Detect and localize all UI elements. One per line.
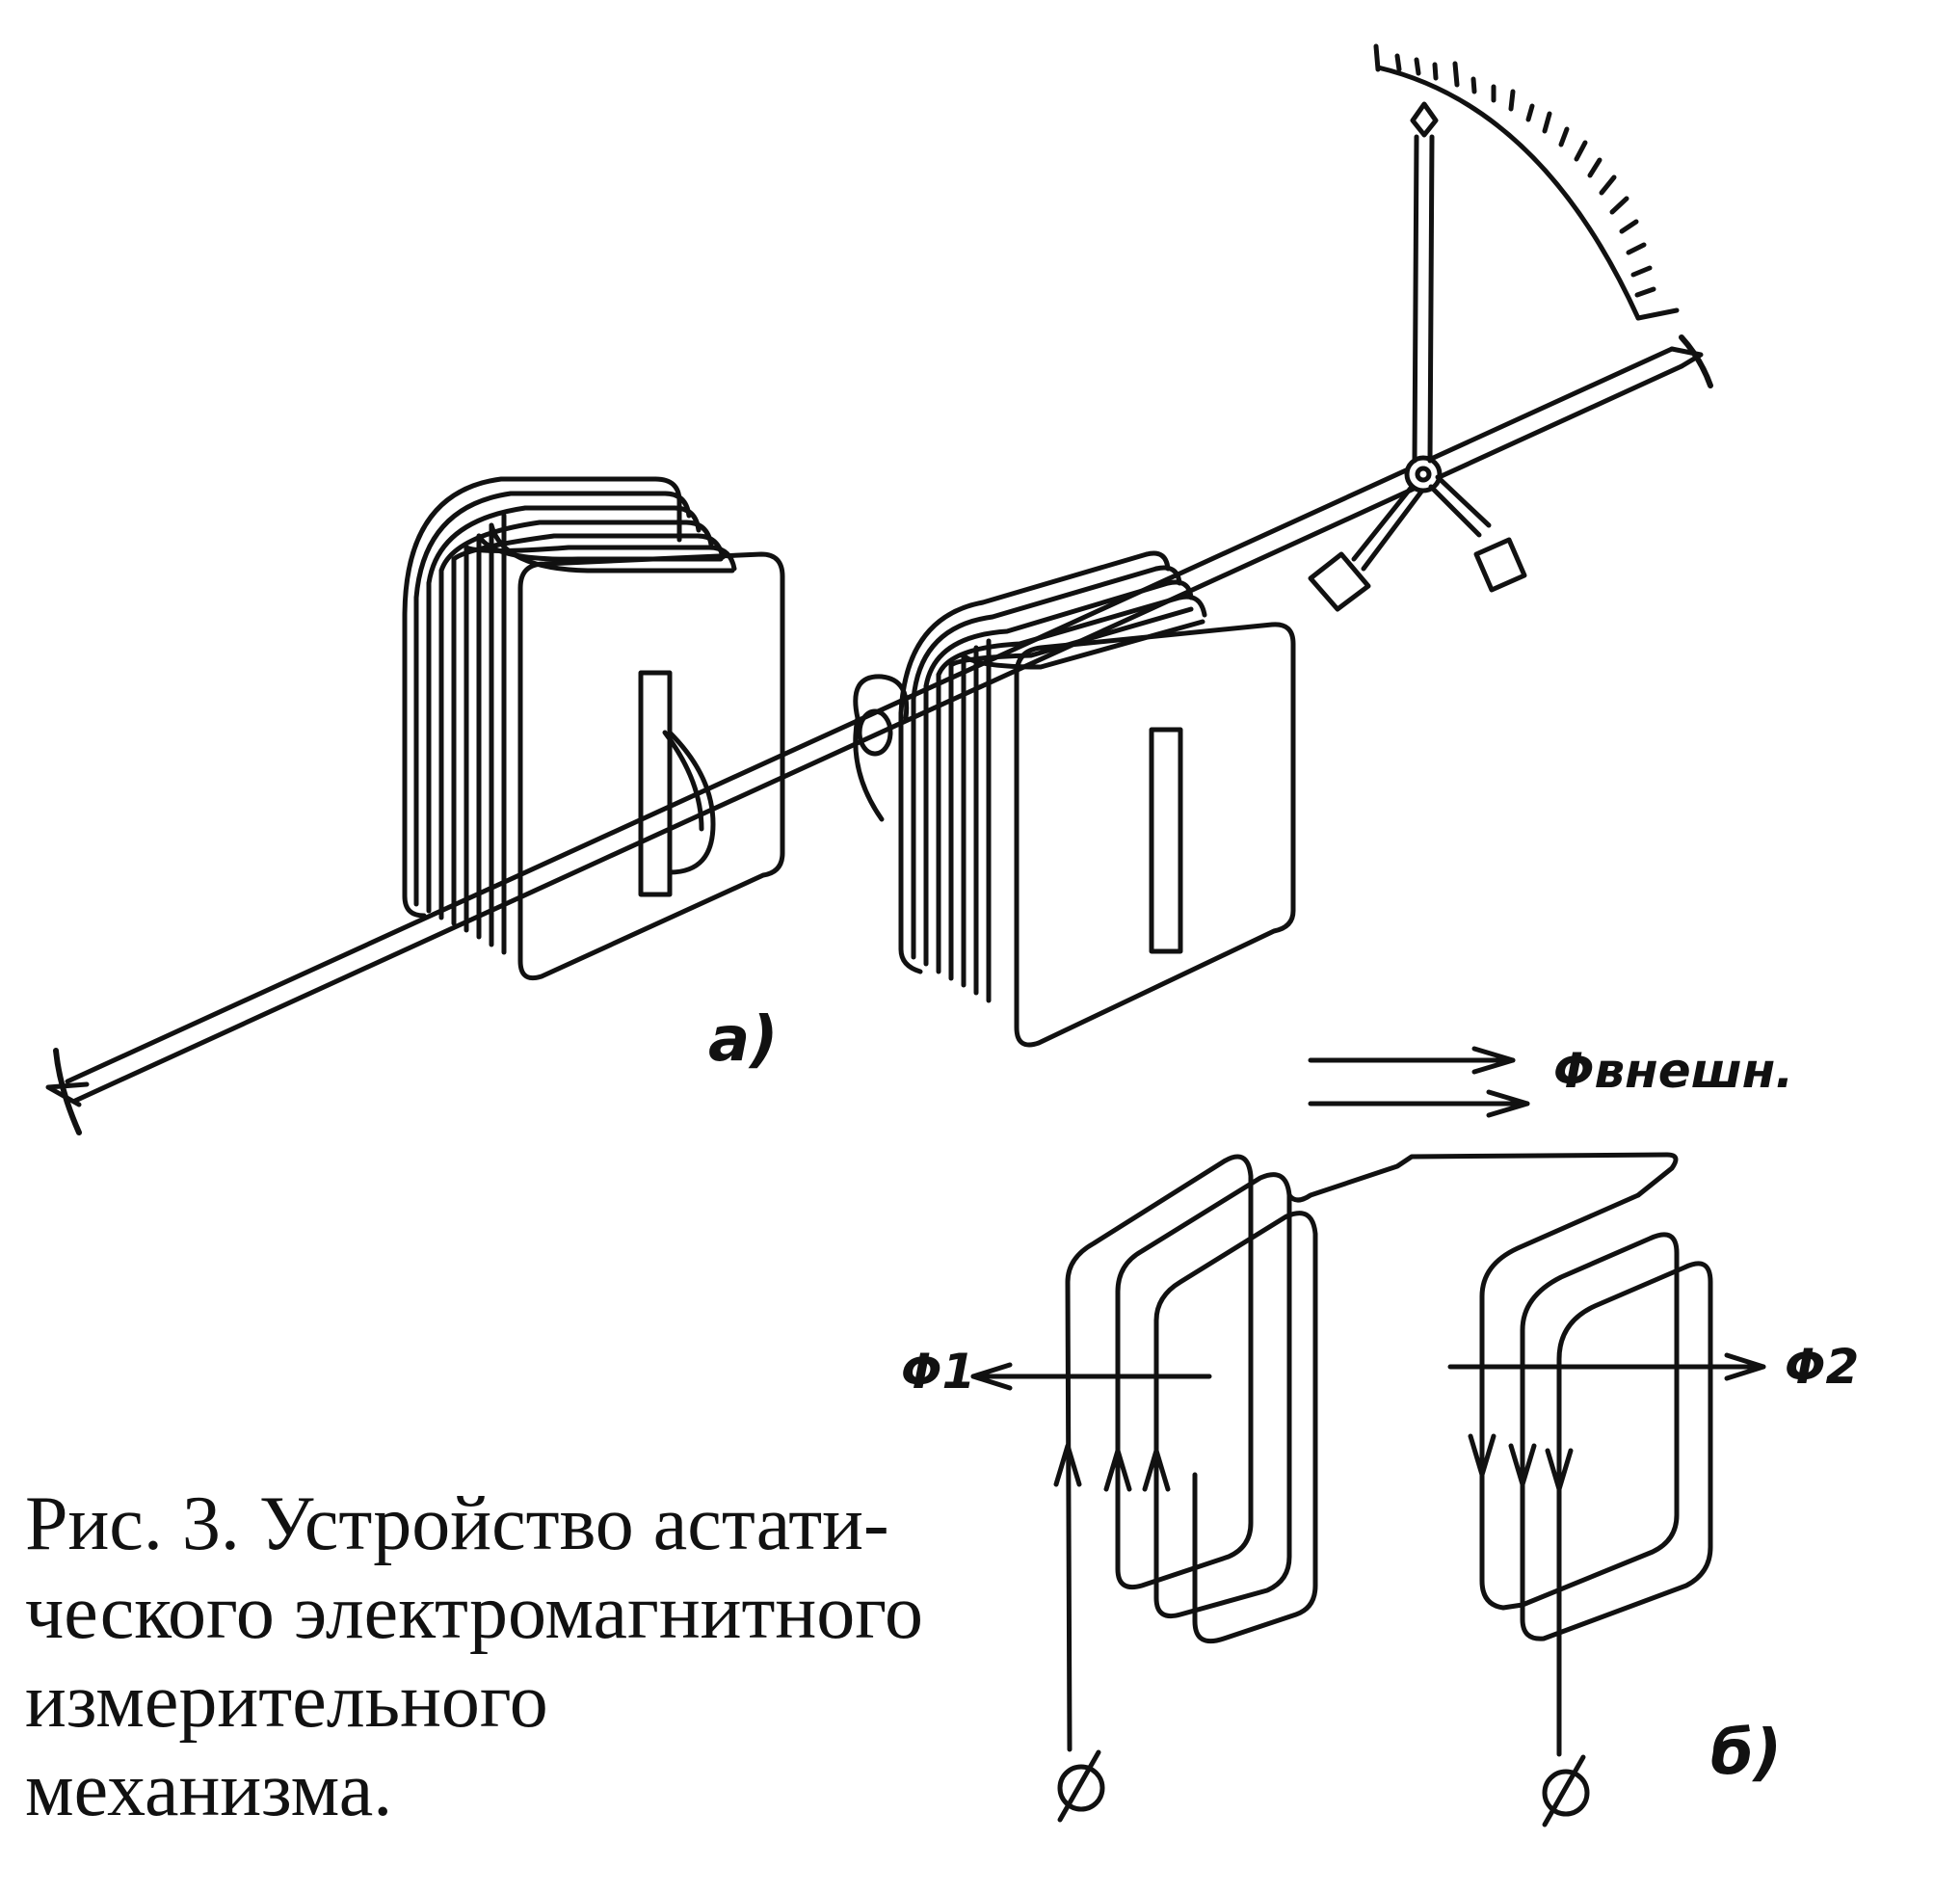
vane-disc	[853, 674, 910, 822]
pointer-assembly	[1308, 101, 1527, 612]
caption-line-2: ческого электромагнитного	[25, 1570, 924, 1655]
flux-2-label: Φ2	[1785, 1339, 1859, 1395]
external-flux-arrows	[1308, 1046, 1530, 1118]
terminal-right	[1542, 1754, 1590, 1827]
right-coil-turns	[1468, 1192, 1713, 1757]
caption-line-3: измерительного	[25, 1659, 548, 1744]
left-coil-turns	[1053, 1152, 1679, 1752]
caption-line-1: Рис. 3. Устройство астати-	[25, 1481, 889, 1566]
left-coil	[402, 476, 785, 981]
figure-caption: Рис. 3. Устройство астати- ческого элект…	[25, 1480, 989, 1834]
label-part-a: а)	[708, 1004, 778, 1076]
flux-external-label: Φвнешн.	[1553, 1043, 1793, 1099]
coil-scheme-drawing: Φвнешн. Φ1 Φ2	[901, 1043, 1859, 1827]
flux-1-label: Φ1	[901, 1344, 975, 1400]
caption-line-4: механизма.	[25, 1747, 393, 1832]
axle	[45, 334, 1713, 1135]
right-coil	[898, 550, 1296, 1048]
label-part-b: б)	[1710, 1718, 1782, 1789]
mechanism-drawing: а)	[45, 43, 1713, 1135]
dial-scale	[1373, 43, 1680, 321]
terminal-left	[1057, 1749, 1105, 1823]
